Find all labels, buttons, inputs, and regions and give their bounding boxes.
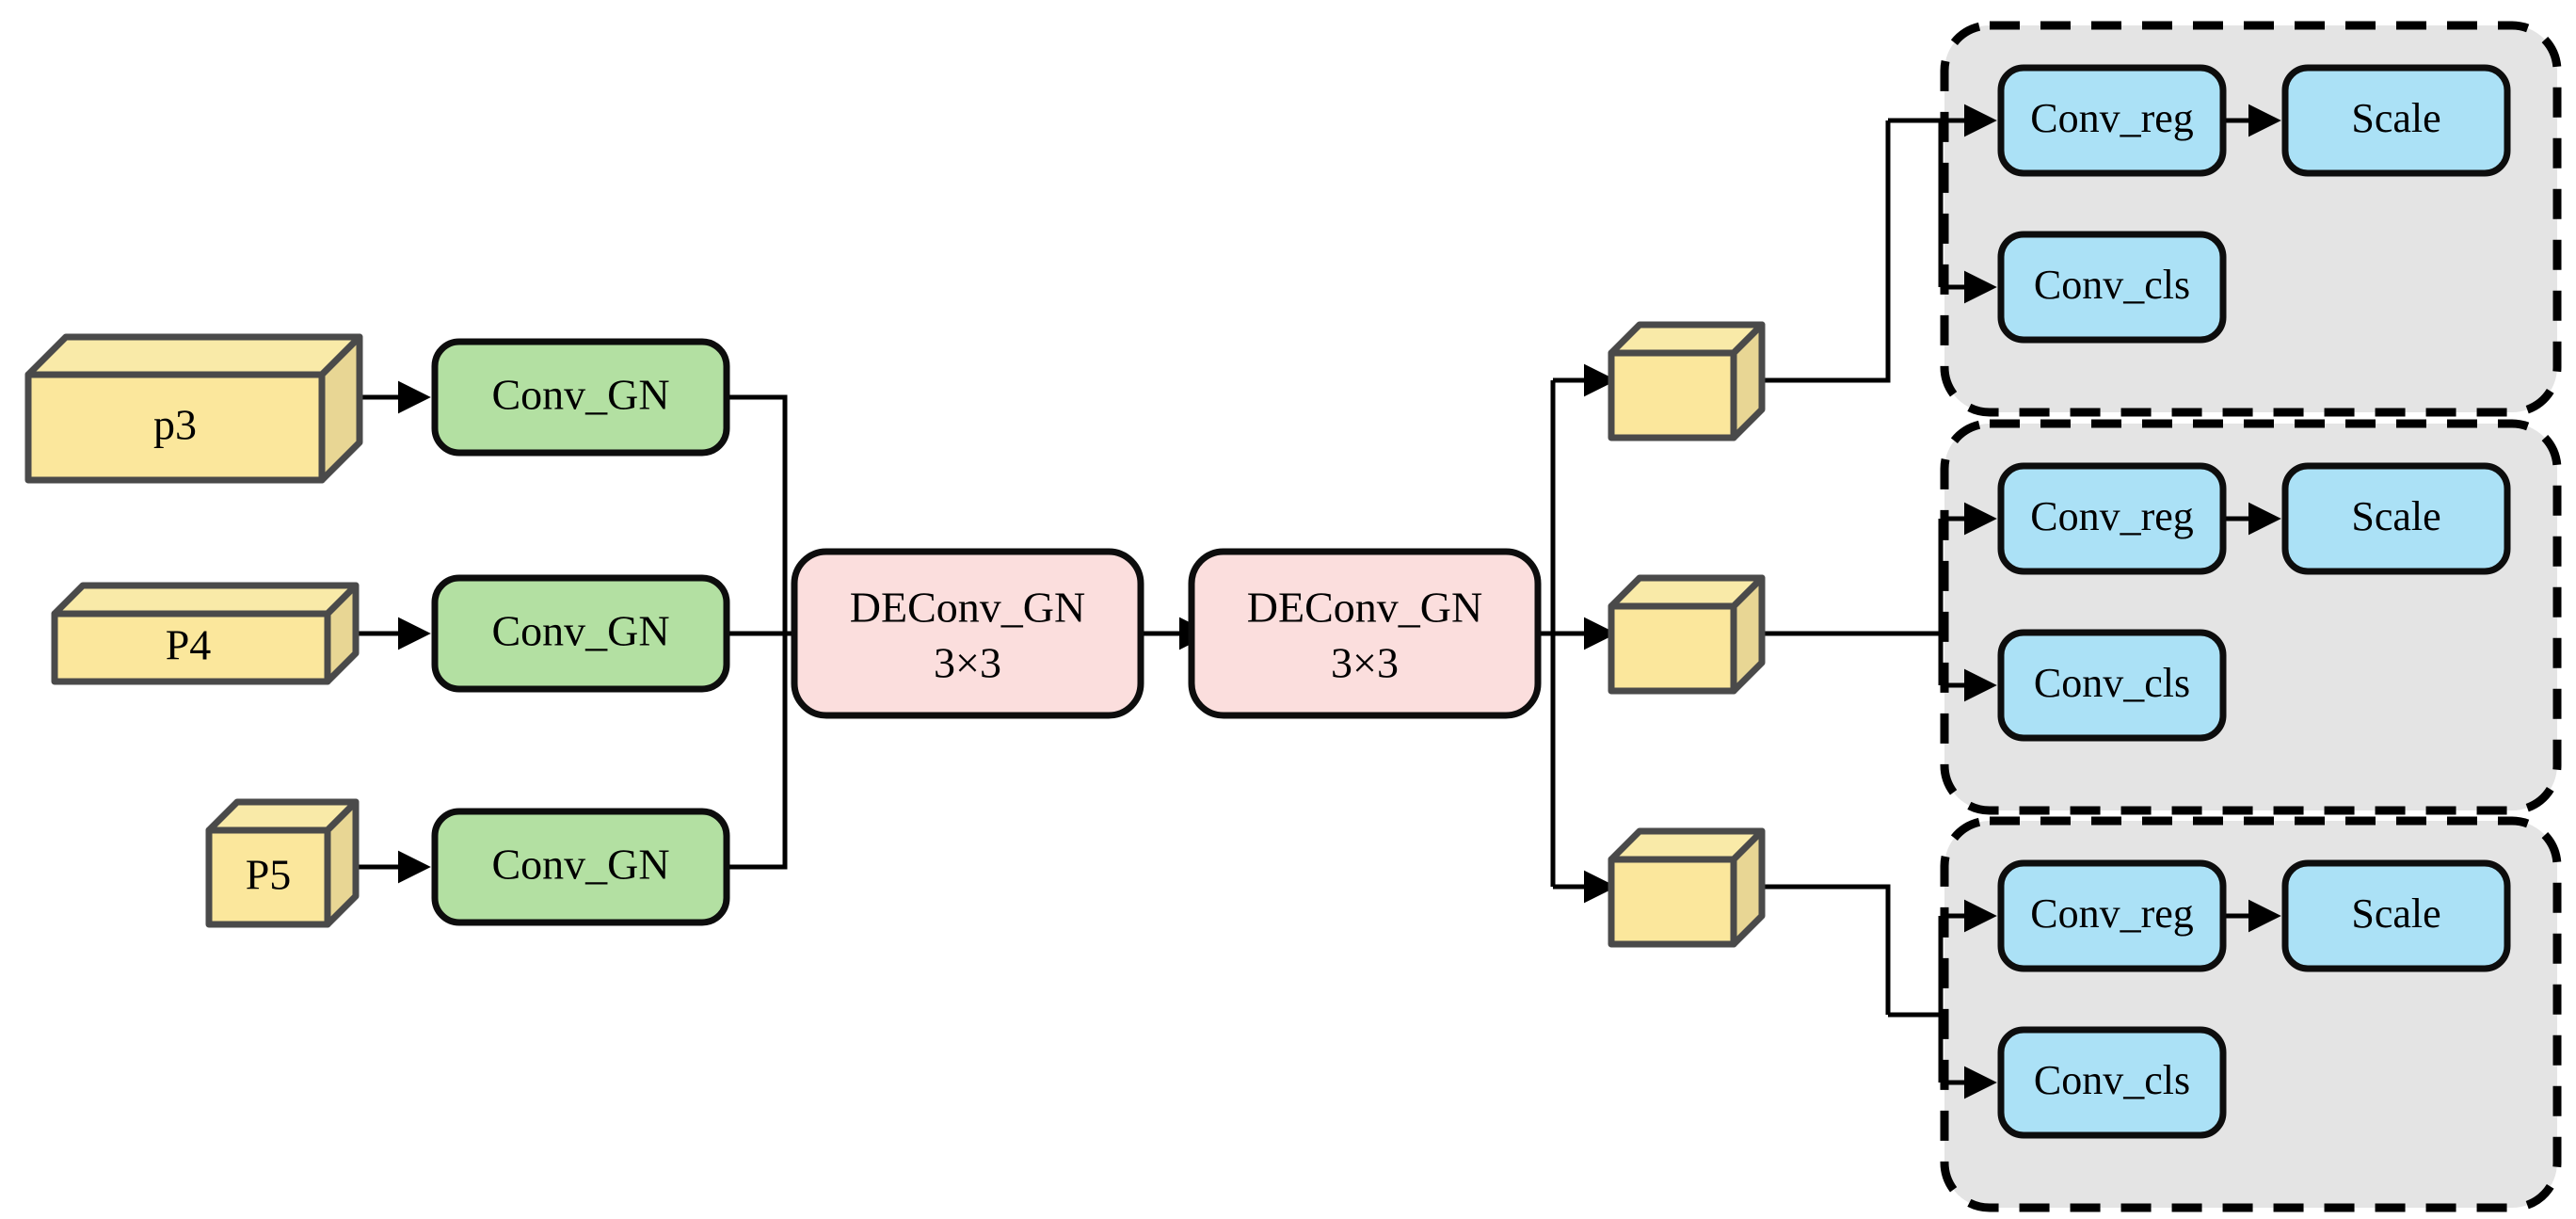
conv-gn-p5-box[interactable] — [431, 808, 730, 926]
conv-reg-2-label: Conv_reg — [2030, 493, 2194, 539]
conv-cls-2-node[interactable]: Conv_cls — [1997, 629, 2227, 742]
scale-2-box[interactable] — [2281, 462, 2511, 575]
conv-reg-3-label: Conv_reg — [2030, 890, 2194, 937]
conv-cls-3-node[interactable]: Conv_cls — [1997, 1026, 2227, 1139]
conv-cls-1-box[interactable] — [1997, 231, 2227, 344]
deconv-gn-1-box[interactable] — [791, 548, 1144, 719]
cube-top-face — [51, 582, 360, 618]
connector-group3-split-bus — [1888, 916, 1944, 1083]
scale-1-box[interactable] — [2281, 64, 2511, 177]
cube-front-face — [51, 610, 331, 685]
cube-front-face — [205, 826, 331, 928]
connector-convgn-p3-bus — [727, 394, 788, 634]
scale-2-node[interactable]: Scale — [2281, 462, 2511, 575]
deconv-gn-1-label-line1: DEConv_GN — [850, 584, 1085, 632]
connector-group1-split-bus — [1888, 118, 1944, 287]
conv-gn-p3-label: Conv_GN — [491, 371, 669, 419]
conv-gn-p4-label: Conv_GN — [491, 607, 669, 655]
scale-2-label: Scale — [2351, 493, 2440, 539]
scale-3-label: Scale — [2351, 890, 2440, 937]
conv-reg-1-node[interactable]: Conv_reg — [1997, 64, 2227, 177]
scale-1-node[interactable]: Scale — [2281, 64, 2511, 177]
cube-top-face — [24, 333, 363, 378]
input-cube-p4-label: P4 — [166, 621, 212, 669]
deconv-gn-2-box[interactable] — [1188, 548, 1542, 719]
conv-gn-p4-node[interactable]: Conv_GN — [431, 574, 730, 693]
connector-feat1-to-group1 — [1762, 120, 1891, 383]
conv-gn-p5-node[interactable]: Conv_GN — [431, 808, 730, 926]
connector-feat3-to-group3 — [1762, 884, 1891, 1015]
scale-3-box[interactable] — [2281, 859, 2511, 972]
conv-reg-2-node[interactable]: Conv_reg — [1997, 462, 2227, 575]
input-cube-p4: P4 — [51, 582, 360, 685]
deconv-gn-2-label-line2: 3×3 — [1331, 639, 1399, 687]
input-cube-p5: P5 — [205, 798, 360, 928]
cube-front-face — [1608, 349, 1737, 441]
conv-cls-2-box[interactable] — [1997, 629, 2227, 742]
scale-1-label: Scale — [2351, 95, 2440, 141]
input-cube-p3: p3 — [24, 333, 363, 484]
input-cube-p5-label: P5 — [246, 851, 292, 899]
conv-cls-1-label: Conv_cls — [2034, 262, 2190, 308]
conv-gn-p5-label: Conv_GN — [491, 841, 669, 889]
conv-gn-p3-box[interactable] — [431, 338, 730, 457]
conv-reg-2-box[interactable] — [1997, 462, 2227, 575]
conv-reg-1-label: Conv_reg — [2030, 95, 2194, 141]
connector-convgn-p5-bus — [727, 634, 788, 870]
conv-gn-p4-box[interactable] — [431, 574, 730, 693]
conv-cls-1-node[interactable]: Conv_cls — [1997, 231, 2227, 344]
deconv-gn-2-label-line1: DEConv_GN — [1247, 584, 1482, 632]
conv-reg-1-box[interactable] — [1997, 64, 2227, 177]
conv-cls-3-label: Conv_cls — [2034, 1057, 2190, 1103]
conv-gn-p3-node[interactable]: Conv_GN — [431, 338, 730, 457]
input-cube-p3-label: p3 — [153, 401, 197, 449]
cube-front-face — [1608, 602, 1737, 695]
scale-3-node[interactable]: Scale — [2281, 859, 2511, 972]
connector-group2-split-bus — [1888, 519, 1944, 685]
conv-cls-3-box[interactable] — [1997, 1026, 2227, 1139]
output-cube-3 — [1608, 827, 1766, 948]
conv-reg-3-node[interactable]: Conv_reg — [1997, 859, 2227, 972]
conv-cls-2-label: Conv_cls — [2034, 660, 2190, 706]
conv-reg-3-box[interactable] — [1997, 859, 2227, 972]
deconv-gn-1-label-line2: 3×3 — [934, 639, 1001, 687]
cube-front-face — [24, 371, 326, 484]
deconv-gn-1-node[interactable]: DEConv_GN 3×3 — [791, 548, 1144, 719]
cube-front-face — [1608, 856, 1737, 948]
deconv-gn-2-node[interactable]: DEConv_GN 3×3 — [1188, 548, 1542, 719]
output-cube-2 — [1608, 574, 1766, 695]
output-cube-1 — [1608, 321, 1766, 441]
